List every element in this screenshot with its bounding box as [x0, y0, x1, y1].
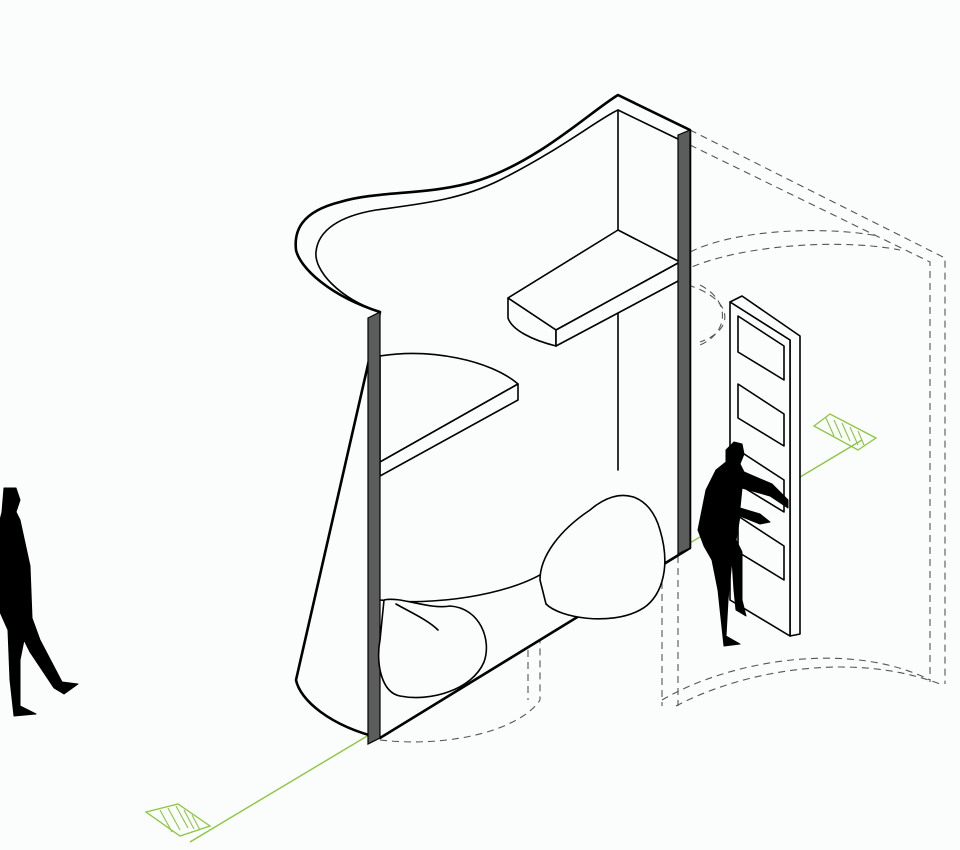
- pod-outer-wall: [294, 93, 692, 740]
- upper-bunk-shelf: [507, 229, 681, 347]
- bean-bag-cushion: [539, 494, 666, 620]
- climbing-person: [697, 441, 789, 647]
- ladder: [729, 295, 801, 637]
- curved-sleeping-pod: [294, 93, 692, 745]
- bean-bag-cushion: [377, 598, 488, 699]
- ghost-pod-right: [661, 129, 946, 707]
- right-edge-panel: [677, 129, 691, 555]
- left-edge-panel: [367, 311, 381, 745]
- section-marker-left: [144, 803, 212, 837]
- section-marker-right: [812, 413, 878, 451]
- walking-person: [0, 487, 79, 717]
